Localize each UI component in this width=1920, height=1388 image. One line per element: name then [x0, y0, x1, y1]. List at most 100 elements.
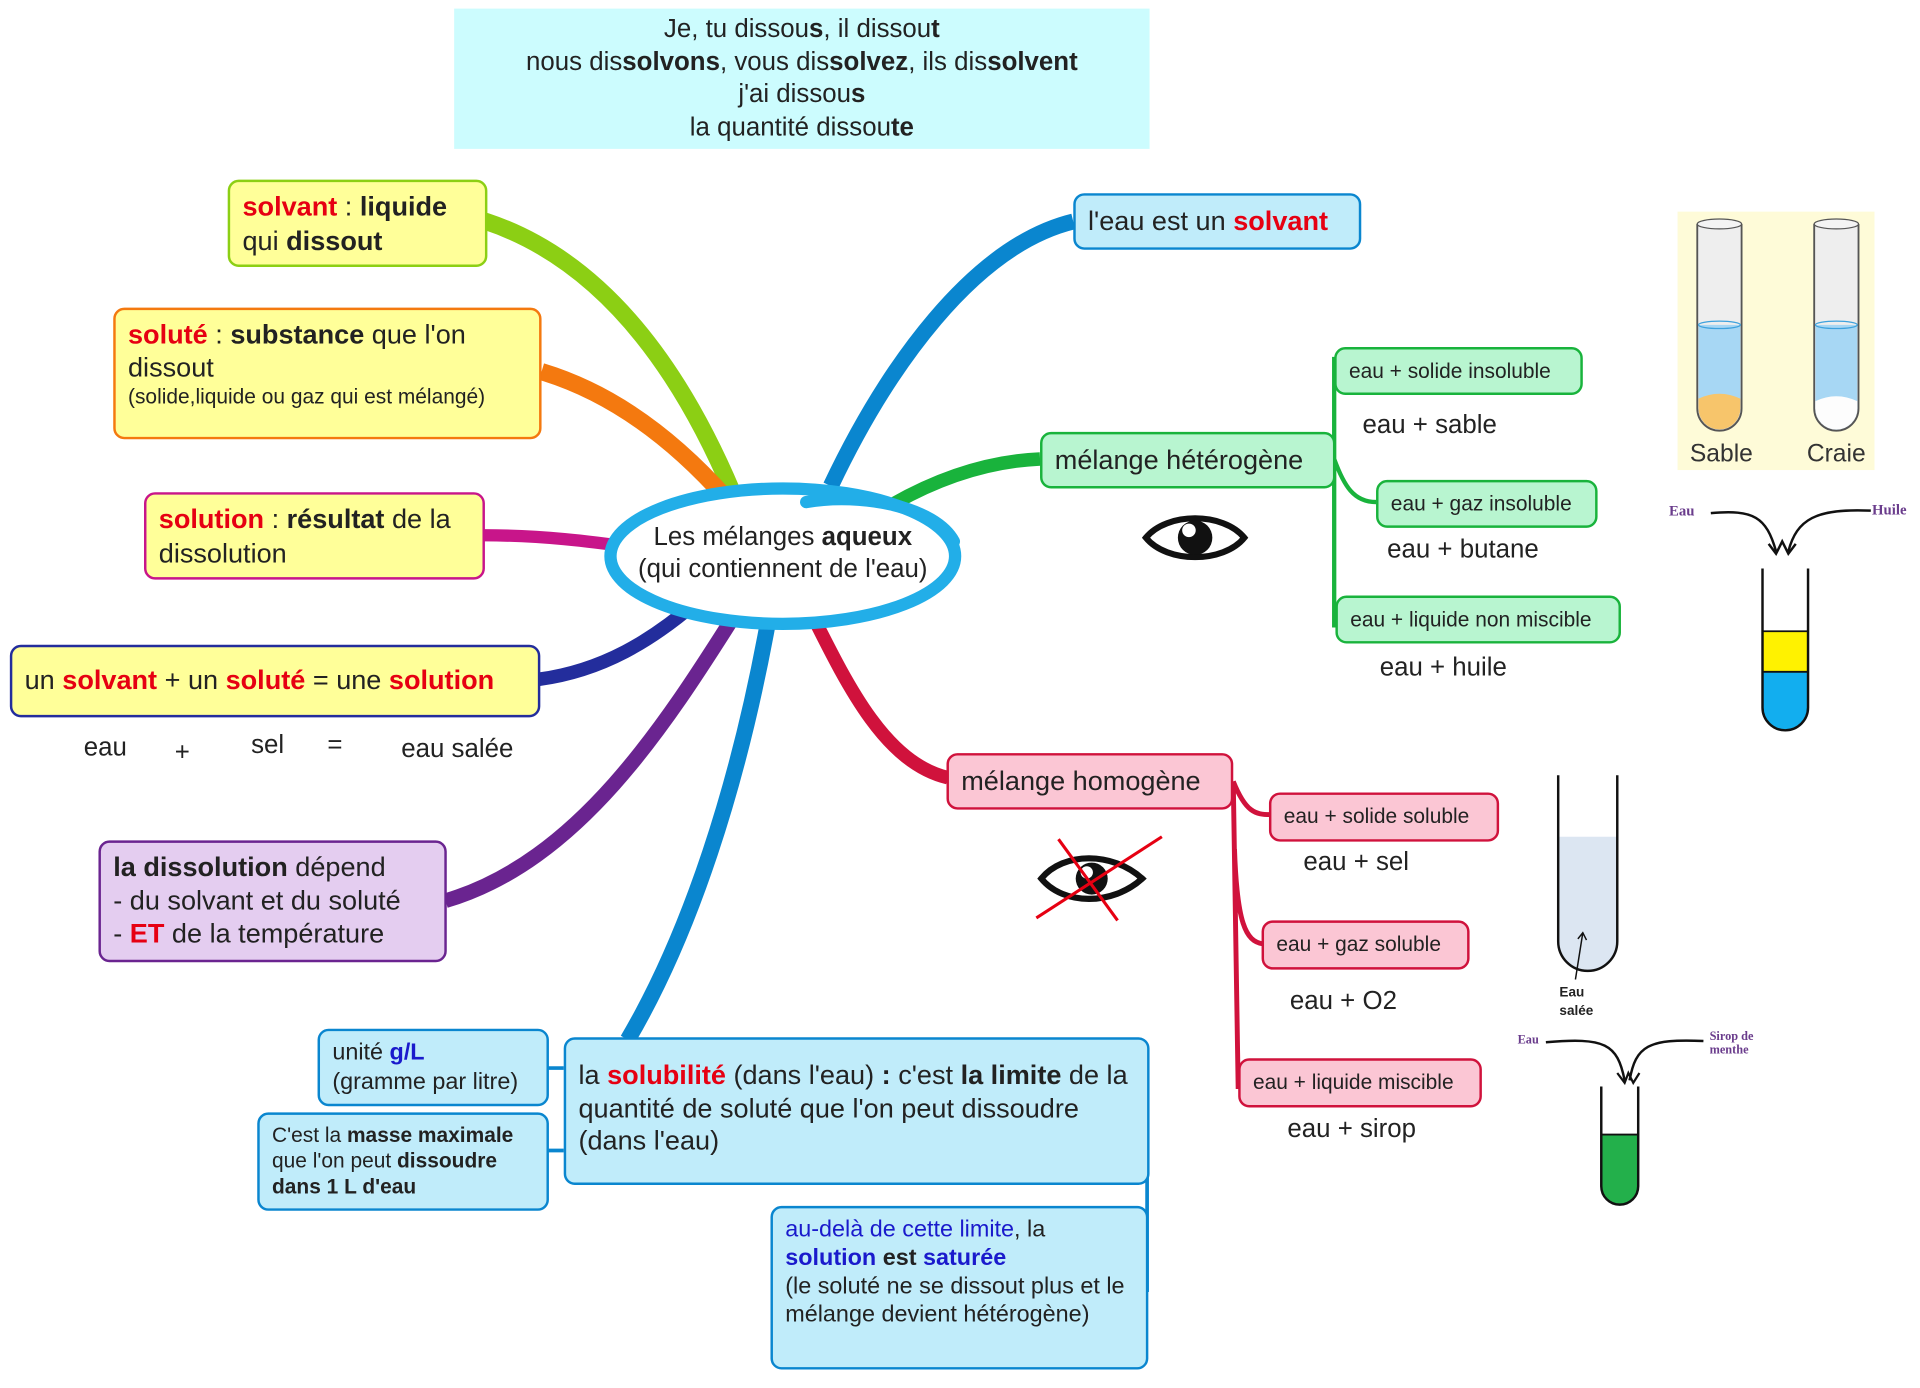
- text: que l'on dissout: [128, 318, 466, 383]
- conj-text: Je, tu dissou: [663, 14, 810, 44]
- label: Eau: [1559, 985, 1585, 1001]
- hetero-connector: [1332, 356, 1377, 628]
- hetero-item[interactable]: eau + liquide non miscible: [1335, 595, 1621, 644]
- definition: résultat: [286, 503, 385, 535]
- text: dépend: [287, 851, 386, 883]
- text-bold: la dissolution: [113, 851, 288, 883]
- node-solution[interactable]: solution : résultat de la dissolution: [144, 492, 485, 580]
- text: + un: [157, 664, 226, 696]
- conj-ending: solvons: [622, 47, 720, 76]
- homo-item[interactable]: eau + gaz soluble: [1261, 920, 1470, 970]
- conj-ending: t: [931, 14, 940, 44]
- text-bold: dans 1 L d'eau: [272, 1175, 417, 1199]
- text: = une: [305, 664, 389, 696]
- eye-crossed-icon: [1035, 835, 1163, 922]
- test-tubes-icon: [1696, 218, 1860, 432]
- sep: :: [264, 503, 287, 535]
- sep: :: [337, 190, 360, 222]
- note: (solide,liquide ou gaz qui est mélangé): [128, 385, 486, 409]
- label-huile: Huile: [1872, 500, 1907, 519]
- conj-text: j'ai dissou: [738, 79, 852, 109]
- label: menthe: [1709, 1043, 1749, 1057]
- node-dissolution[interactable]: la dissolution dépend - du solvant et du…: [98, 840, 447, 963]
- conjugation-banner: Je, tu dissous, il dissout nous dissolvo…: [454, 8, 1150, 149]
- eye-icon: [1141, 515, 1249, 561]
- node-solute[interactable]: soluté : substance que l'on dissout (sol…: [113, 307, 542, 440]
- text: (gramme par litre): [332, 1069, 519, 1096]
- conj-ending: s: [851, 79, 866, 109]
- text: la: [578, 1059, 608, 1091]
- center-ring: [604, 482, 962, 631]
- text-bold: saturée: [923, 1245, 1007, 1272]
- label-eau: Eau: [1668, 502, 1695, 520]
- conj-ending: s: [809, 14, 824, 44]
- text: que l'on peut: [272, 1149, 398, 1173]
- hetero-example: eau + butane: [1387, 535, 1539, 564]
- label-eau-salee: Eau salée: [1559, 984, 1593, 1021]
- node-solubility[interactable]: la solubilité (dans l'eau) : c'est la li…: [563, 1037, 1150, 1185]
- text: (dans l'eau): [725, 1059, 882, 1091]
- node-homogeneous[interactable]: mélange homogène: [946, 753, 1234, 810]
- hetero-example: eau + huile: [1379, 653, 1507, 682]
- text-bold: solution: [785, 1245, 877, 1272]
- term: solvant: [242, 190, 338, 222]
- term: soluté: [225, 664, 306, 696]
- hetero-example: eau + sable: [1362, 410, 1497, 440]
- definition: liquide: [359, 190, 448, 222]
- node-heterogeneous[interactable]: mélange hétérogène: [1040, 431, 1336, 489]
- text-bold: dissout: [286, 224, 383, 256]
- hetero-item[interactable]: eau + solide insoluble: [1334, 347, 1583, 395]
- term: solution: [388, 664, 495, 696]
- homo-example: eau + sirop: [1287, 1114, 1417, 1144]
- text: , la: [1014, 1216, 1046, 1243]
- homo-example: eau + sel: [1303, 847, 1410, 877]
- homo-example: eau + O2: [1289, 986, 1397, 1016]
- conj-ending: solvent: [987, 47, 1078, 76]
- homo-connector: [1230, 780, 1271, 1090]
- label: Sirop de: [1709, 1029, 1754, 1044]
- branch-water: [823, 213, 1076, 490]
- text-bold: est: [876, 1245, 924, 1272]
- branch-solubility: [620, 613, 778, 1044]
- conj-ending: solvez: [829, 47, 909, 76]
- node-mass[interactable]: C'est la masse maximale que l'on peut di…: [257, 1112, 549, 1211]
- label-eau: Eau: [1517, 1033, 1539, 1048]
- branch-solvant: [477, 212, 741, 501]
- term: solution: [158, 503, 265, 535]
- branch-homogeneous: [806, 612, 950, 785]
- label-craie: Craie: [1806, 440, 1866, 468]
- node-water-solvent[interactable]: l'eau est un solvant: [1073, 193, 1362, 250]
- text: C'est la: [272, 1123, 347, 1147]
- branch-solute: [539, 363, 733, 505]
- conj-text: la quantité dissou: [689, 112, 891, 141]
- syrup-tube-icon: [1545, 1039, 1704, 1206]
- text-bold: masse maximale: [346, 1123, 514, 1147]
- node-unit[interactable]: unité g/L (gramme par litre): [317, 1028, 549, 1107]
- homo-item[interactable]: eau + solide soluble: [1268, 792, 1500, 842]
- text: unité: [332, 1039, 390, 1066]
- conj-text: nous dis: [526, 47, 623, 76]
- node-saturated[interactable]: au-delà de cette limite, la solution est…: [770, 1205, 1149, 1370]
- central-topic[interactable]: Les mélanges aqueux (qui contiennent de …: [610, 522, 955, 586]
- conj-ending: te: [890, 112, 914, 141]
- text: - du solvant et du soluté: [113, 884, 401, 916]
- center-bold: aqueux: [821, 522, 913, 552]
- text: qui: [242, 224, 287, 256]
- text: au-delà de cette limite: [785, 1216, 1015, 1243]
- example-equals: =: [327, 730, 343, 760]
- text: un: [24, 664, 63, 696]
- text-bold: la limite: [960, 1059, 1062, 1091]
- text: (le soluté ne se dissout plus et le méla…: [785, 1273, 1125, 1328]
- branch-dissolution: [443, 605, 745, 908]
- term: solvant: [62, 664, 158, 696]
- node-equation[interactable]: un solvant + un soluté = une solution: [9, 644, 541, 718]
- homo-item[interactable]: eau + liquide miscible: [1238, 1058, 1482, 1108]
- definition: substance: [230, 318, 365, 350]
- term: solubilité: [607, 1059, 726, 1091]
- conj-text: , il dissou: [823, 14, 932, 44]
- label: salée: [1559, 1004, 1594, 1019]
- hetero-item[interactable]: eau + gaz insoluble: [1376, 479, 1598, 528]
- node-solvant[interactable]: solvant : liquide qui dissout: [227, 179, 488, 268]
